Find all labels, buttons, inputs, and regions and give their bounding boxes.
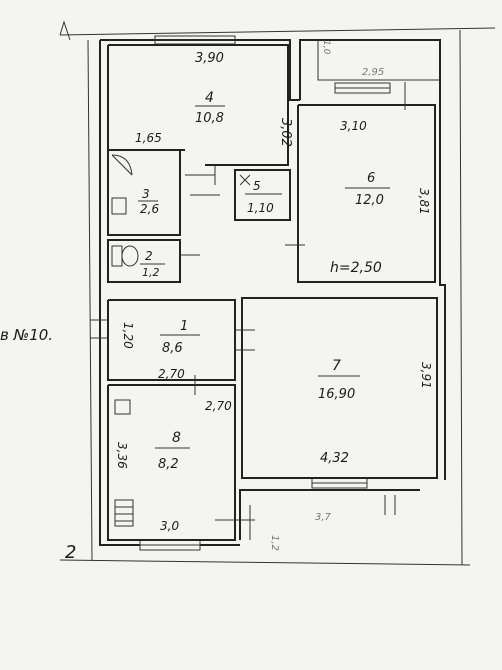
radiator-icon <box>114 499 134 527</box>
dim-3-91: 3,91 <box>419 362 433 389</box>
dim-4-32: 4,32 <box>320 451 349 466</box>
room-6-walls <box>297 104 436 283</box>
dim-2-70-b: 2,70 <box>205 399 232 413</box>
room-5-area: 1,10 <box>247 201 274 215</box>
room-6-area: 12,0 <box>355 193 384 208</box>
dim-2-70-a: 2,70 <box>158 367 185 381</box>
room-1-area: 8,6 <box>162 341 183 356</box>
room-5-walls <box>234 169 291 221</box>
outer-wall-bottom-right <box>239 489 420 540</box>
dim-1-20: 1,20 <box>121 322 135 349</box>
room-3-walls <box>107 149 181 236</box>
page-top-line <box>59 27 496 36</box>
outer-wall-top-right <box>299 39 441 100</box>
room-2-id: 2 <box>145 249 153 263</box>
room-3-id: 3 <box>142 187 150 201</box>
room-5-id: 5 <box>253 179 261 193</box>
dim-2-95: 2,95 <box>362 67 384 78</box>
outer-wall-right <box>439 85 446 480</box>
dim-1-2: 1,2 <box>269 535 280 551</box>
dim-1-65: 1,65 <box>135 131 162 145</box>
room-2-area: 1,2 <box>142 266 160 279</box>
dim-3-90: 3,90 <box>195 51 224 66</box>
dim-3-81: 3,81 <box>417 188 431 215</box>
page-left-line <box>87 39 93 561</box>
balcony-outline <box>317 40 440 81</box>
room-7-walls <box>241 297 438 479</box>
page-bottom-line <box>59 559 471 566</box>
dim-3-0: 3,0 <box>160 519 179 533</box>
corner-label: 2 <box>65 542 76 563</box>
outer-wall-left <box>99 40 140 546</box>
page-right-line <box>459 29 463 566</box>
room-8-walls <box>107 384 236 541</box>
dim-3-02: 3,02 <box>278 118 293 147</box>
toilet-tank-icon <box>111 245 123 267</box>
room-2-walls <box>107 239 181 283</box>
ceiling-height: h=2,50 <box>330 260 382 276</box>
room-7-id: 7 <box>332 358 341 374</box>
break-mark <box>59 20 71 41</box>
room-4-area: 10,8 <box>195 111 224 126</box>
room-8-id: 8 <box>172 430 181 446</box>
room-8-area: 8,2 <box>158 457 179 472</box>
room-4-id: 4 <box>205 90 214 106</box>
dim-3-10: 3,10 <box>340 119 367 133</box>
room-7-area: 16,90 <box>318 387 355 402</box>
room-1-id: 1 <box>180 319 188 334</box>
room-6-id: 6 <box>367 171 375 186</box>
room-1-walls <box>107 299 236 381</box>
outer-wall-top <box>100 39 300 101</box>
room-4-walls <box>108 44 289 166</box>
side-note: в №10. <box>0 326 53 344</box>
stove-icon <box>114 399 131 415</box>
dim-3-36: 3,36 <box>115 442 129 469</box>
door-swing-room-3 <box>111 154 133 176</box>
dim-3-7: 3,7 <box>315 512 332 523</box>
sink-icon <box>111 197 127 215</box>
dim-1-0: 1,0 <box>321 40 331 55</box>
room-3-area: 2,6 <box>140 202 159 216</box>
toilet-bowl-icon <box>121 245 139 267</box>
